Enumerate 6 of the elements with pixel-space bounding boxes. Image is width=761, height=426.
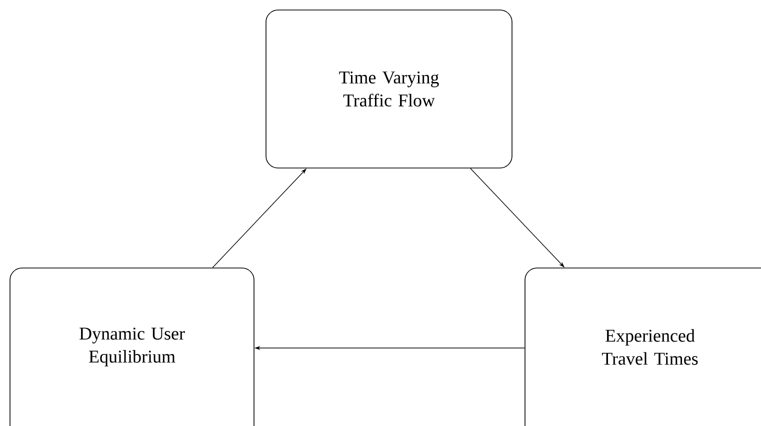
box-label: Dynamic User Equilibrium <box>80 328 185 366</box>
process-box <box>10 268 254 426</box>
box-label: Experienced Travel Times <box>602 329 698 365</box>
process-box <box>524 268 761 426</box>
box-label: Time Varying Traffic Flow <box>339 71 439 107</box>
process-box <box>266 10 512 168</box>
